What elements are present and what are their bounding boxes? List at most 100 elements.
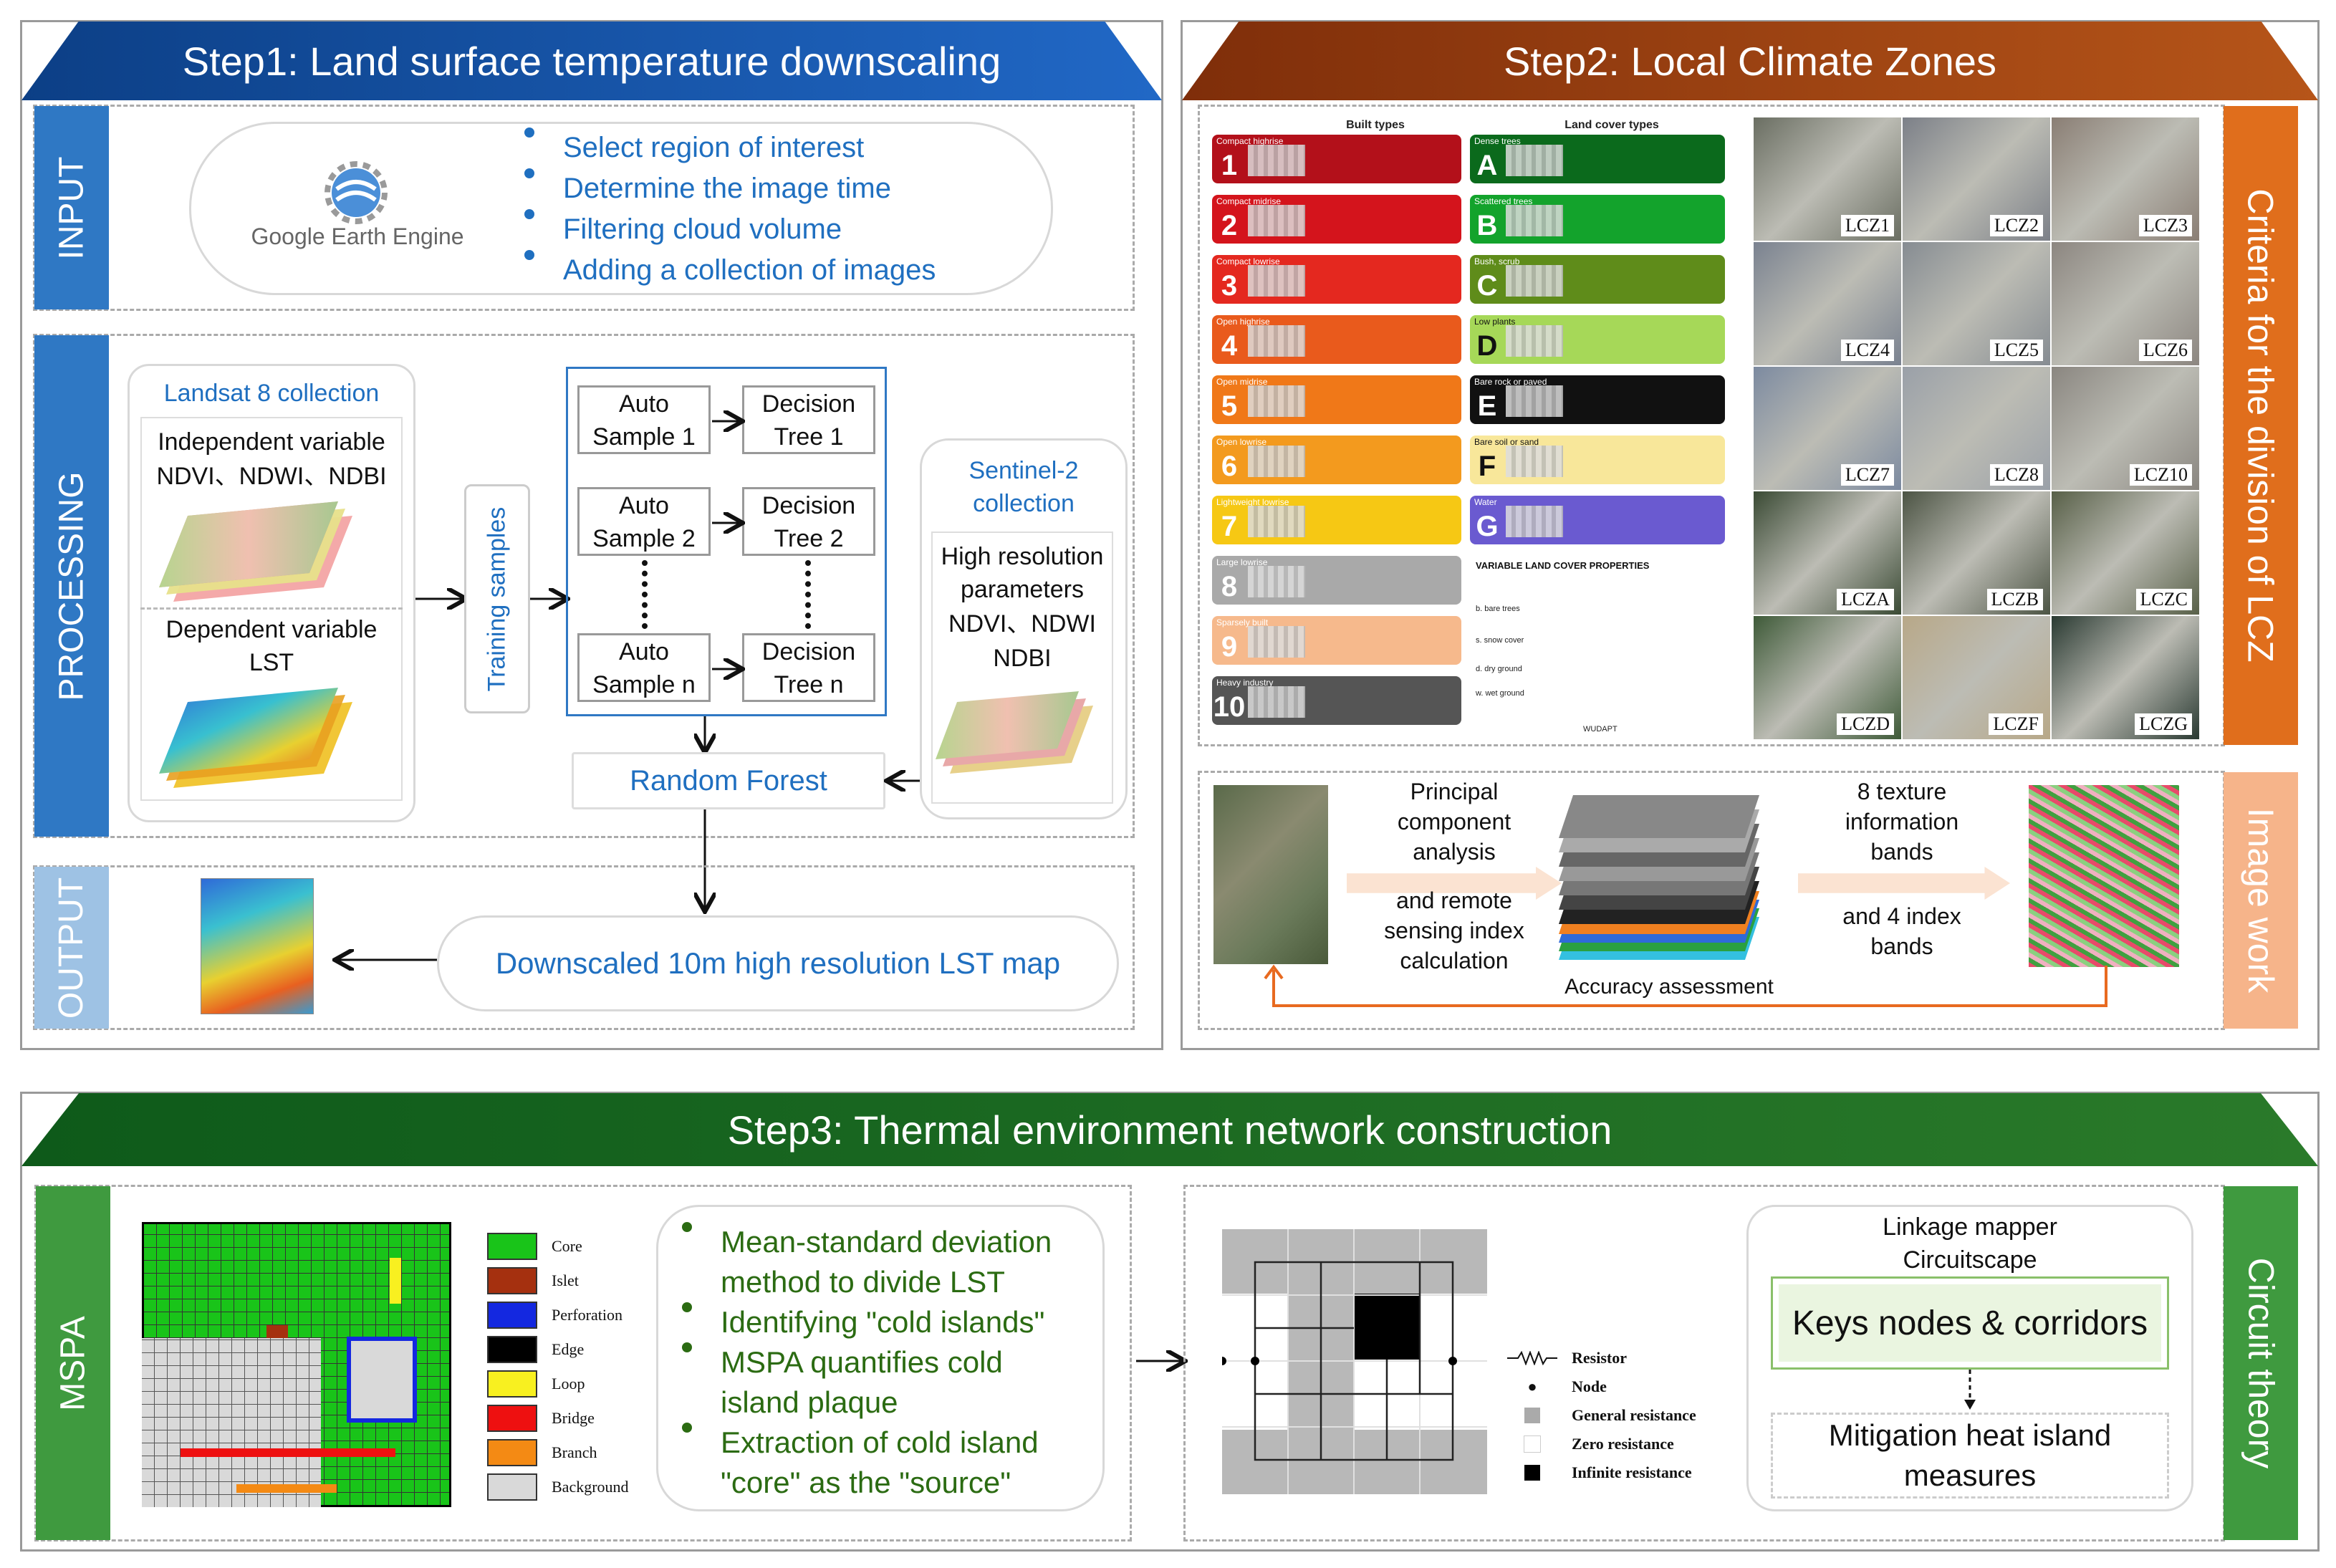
output-box: Downscaled 10m high resolution LST map — [437, 915, 1119, 1011]
building-icon — [1248, 446, 1305, 477]
processing-tab: PROCESSING — [34, 335, 109, 837]
accuracy-label: Accuracy assessment — [1564, 975, 1774, 999]
input-item: Determine the image time — [513, 168, 936, 209]
lcz-row-number: D — [1476, 330, 1498, 362]
building-icon — [1248, 506, 1305, 537]
legend-swatch — [487, 1439, 537, 1466]
building-icon — [1248, 145, 1305, 176]
accuracy-feedback-arrow — [1264, 964, 2107, 1007]
legend-label: Edge — [552, 1340, 585, 1358]
zero-resistance-swatch — [1507, 1435, 1557, 1453]
variable-prop: d. dry ground — [1476, 665, 1522, 673]
land-cover-icon — [1506, 265, 1563, 297]
step3-panel — [20, 1092, 2320, 1552]
step3-arrow — [1136, 1347, 1191, 1375]
circuit-diagram — [1222, 1229, 1487, 1494]
circuit-label: Circuit theory — [2241, 1257, 2281, 1469]
lst-output-map — [201, 878, 314, 1014]
building-icon — [1248, 566, 1305, 597]
lcz-tile-label: LCZ2 — [1989, 215, 2043, 236]
input-label: INPUT — [52, 156, 91, 259]
legend-node: ●Node — [1507, 1372, 1696, 1401]
land-cover-icon — [1506, 325, 1563, 357]
building-icon — [1248, 626, 1305, 658]
texture-line: information — [1845, 809, 1959, 834]
step2-panel — [1181, 20, 2320, 1050]
input-section — [33, 105, 1135, 311]
legend-swatch — [487, 1405, 537, 1432]
lcz-tile-label: LCZ3 — [2138, 215, 2192, 236]
legend-label: Perforation — [552, 1306, 623, 1324]
mspa-bullet: Identifying "cold islands" — [670, 1302, 1052, 1342]
mspa-legend-item: Edge — [487, 1332, 629, 1367]
lcz-row-name: Open midrise — [1216, 377, 1268, 387]
node-icon: ● — [1527, 1377, 1537, 1395]
lcz-row-name: Scattered trees — [1474, 196, 1533, 206]
mspa-legend-item: Core — [487, 1229, 629, 1264]
lcz-tile-label: LCZB — [1986, 589, 2043, 610]
variable-prop: b. bare trees — [1476, 605, 1520, 613]
rf-ensemble-box — [566, 367, 887, 716]
mspa-section — [34, 1185, 1132, 1541]
keys-box: Keys nodes & corridors — [1771, 1276, 2169, 1370]
image-work-tab: Image work — [2224, 772, 2298, 1029]
sentinel-line1: Sentinel-2 — [968, 457, 1079, 484]
lcz-satellite-tile: LCZB — [1903, 491, 2050, 615]
input-list: Select region of interest Determine the … — [513, 128, 936, 291]
land-cover-icon — [1506, 506, 1563, 537]
input-item: Filtering cloud volume — [513, 209, 936, 250]
band-stack-icon — [1559, 795, 1759, 960]
pca-line: analysis — [1413, 839, 1496, 865]
sentinel-line2: collection — [973, 490, 1075, 517]
legend-label: Loop — [552, 1375, 585, 1393]
index-line: and 4 index — [1842, 903, 1961, 929]
mitigation-line1: Mitigation heat island — [1828, 1418, 2112, 1452]
mspa-legend-item: Perforation — [487, 1298, 629, 1332]
lcz-row-name: Water — [1474, 497, 1497, 507]
criteria-tab: Criteria for the division of LCZ — [2224, 106, 2298, 745]
lcz-row-name: Bush, scrub — [1474, 256, 1520, 266]
step1-panel — [20, 20, 1163, 1050]
input-tab: INPUT — [34, 106, 109, 309]
texture-line: bands — [1870, 839, 1933, 865]
index-line: bands — [1870, 933, 1933, 959]
mspa-label: MSPA — [54, 1315, 92, 1411]
lcz-satellite-tile: LCZ6 — [2052, 242, 2199, 365]
mspa-legend-item: Loop — [487, 1367, 629, 1401]
lcz-satellite-tile: LCZF — [1903, 616, 2050, 739]
land-cover-icon — [1506, 205, 1563, 236]
lcz-classified-map — [2029, 785, 2179, 967]
texture-line: 8 texture — [1857, 779, 1947, 804]
image-work-label: Image work — [2241, 807, 2281, 994]
lcz-row-name: Bare rock or paved — [1474, 377, 1547, 387]
legend-infinite: Infinite resistance — [1507, 1458, 1696, 1487]
satellite-image — [1213, 785, 1328, 964]
remote-line: sensing index — [1384, 918, 1524, 943]
lcz-row-number: 10 — [1213, 691, 1246, 723]
infinite-resistance-swatch — [1507, 1465, 1557, 1481]
circuit-tab: Circuit theory — [2224, 1186, 2298, 1540]
lcz-satellite-tile: LCZ3 — [2052, 117, 2199, 241]
mspa-legend-item: Background — [487, 1470, 629, 1504]
output-label: OUTPUT — [52, 877, 91, 1019]
legend-general: General resistance — [1507, 1401, 1696, 1430]
legend-resistor: Resistor — [1507, 1344, 1696, 1372]
circuit-legend: Resistor ●Node General resistance Zero r… — [1507, 1344, 1696, 1487]
lcz-satellite-tile: LCZ5 — [1903, 242, 2050, 365]
hr-line: NDVI、NDWI — [948, 610, 1096, 638]
lcz-built-row: Open midrise 5 — [1212, 375, 1461, 424]
lcz-tile-label: LCZD — [1837, 713, 1894, 735]
keys-arrow — [1964, 1370, 1976, 1410]
lcz-row-number: 5 — [1221, 390, 1238, 422]
lcz-satellite-tile: LCZD — [1754, 616, 1901, 739]
lcz-row-number: 8 — [1221, 570, 1238, 602]
lcz-satellite-tile: LCZ2 — [1903, 117, 2050, 241]
